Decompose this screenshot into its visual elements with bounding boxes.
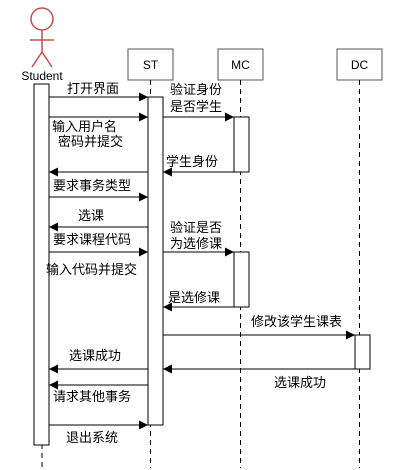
actor-left-leg (31, 51, 43, 68)
label-verify-identity-1: 验证身份 (170, 82, 222, 98)
participant-st-label: ST (143, 58, 159, 72)
activation-student (33, 83, 50, 446)
actor-name: Student (21, 69, 63, 83)
label-st-success: 选课成功 (69, 349, 121, 364)
label-verify-elective-1: 验证是否 (170, 220, 222, 236)
participant-dc: DC (336, 48, 383, 81)
label-request-other: 请求其他事务 (53, 389, 131, 405)
activation-dc (354, 334, 371, 370)
label-request-code: 要求课程代码 (53, 233, 131, 248)
participant-st-box (127, 48, 174, 81)
activation-mc-2 (233, 251, 250, 308)
activation-st (147, 96, 164, 426)
label-input-credentials-1: 输入用户名 (52, 119, 117, 135)
actor-right-leg (41, 51, 53, 68)
label-modify-schedule: 修改该学生课表 (251, 314, 342, 330)
participant-mc-label: MC (231, 58, 250, 72)
activation-mc-1 (233, 116, 250, 173)
label-verify-elective-2: 为选修课 (170, 237, 222, 252)
participant-mc-box (217, 48, 264, 81)
participant-mc: MC (217, 48, 264, 81)
label-is-elective: 是选修课 (168, 291, 220, 306)
label-student-identity: 学生身份 (166, 154, 218, 170)
label-choose-course: 选课 (78, 209, 104, 224)
label-dc-success: 选课成功 (274, 376, 326, 391)
participant-dc-box (336, 48, 383, 81)
label-exit-system: 退出系统 (66, 431, 118, 446)
label-verify-identity-2: 是否学生 (170, 99, 222, 115)
actor-head (30, 7, 54, 31)
participant-st: ST (127, 48, 174, 81)
label-submit-code: 输入代码并提交 (46, 262, 137, 278)
participant-dc-label: DC (351, 58, 369, 72)
label-open-interface: 打开界面 (67, 82, 119, 97)
student-actor: Student (21, 7, 63, 83)
label-input-credentials-2: 密码并提交 (58, 134, 123, 150)
label-request-type: 要求事务类型 (53, 178, 131, 194)
